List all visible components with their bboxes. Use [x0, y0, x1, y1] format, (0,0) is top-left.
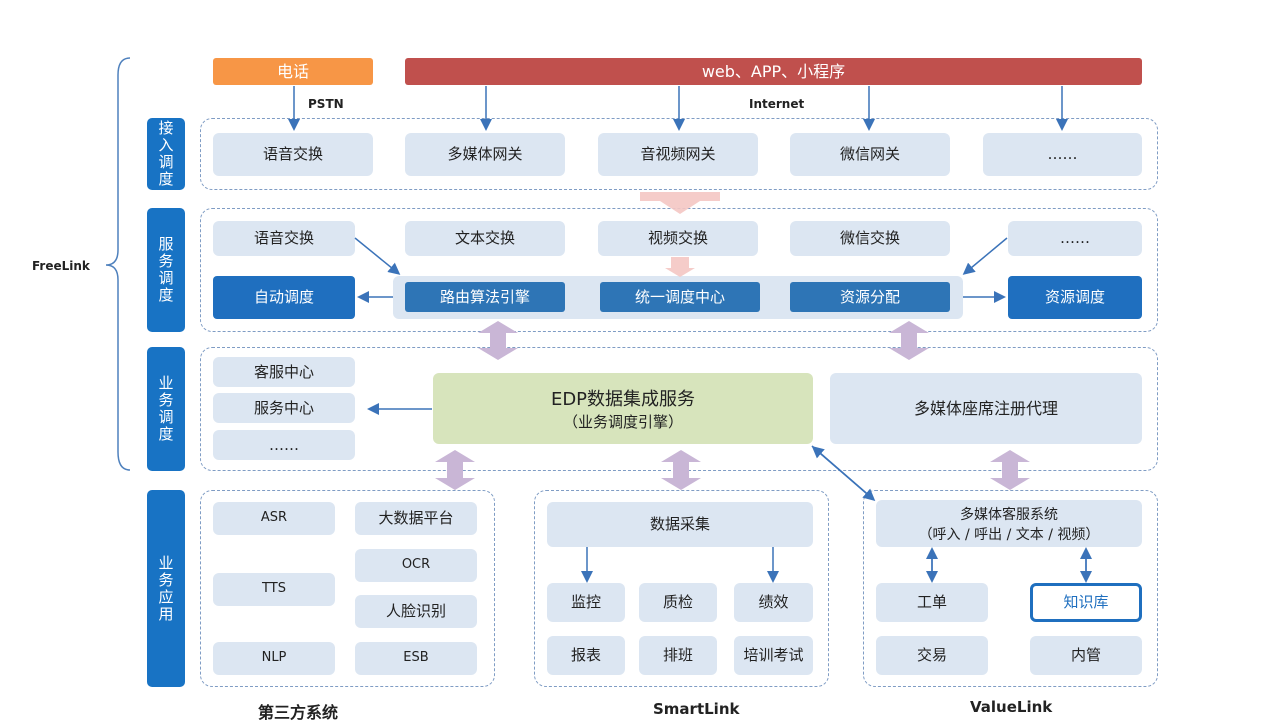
edp-service: EDP数据集成服务 （业务调度引擎） [433, 373, 813, 444]
business-more: …… [213, 430, 355, 460]
cs-system-line2: （呼入 / 呼出 / 文本 / 视频） [918, 526, 1100, 543]
esb: ESB [355, 642, 477, 675]
access-wechat-gateway: 微信网关 [790, 133, 950, 176]
auto-dispatch: 自动调度 [213, 276, 355, 319]
scheduling: 排班 [639, 636, 717, 675]
agent-registration-proxy: 多媒体座席注册代理 [830, 373, 1142, 444]
funnel-arrows [640, 192, 720, 277]
layer-access: 接入调度 [147, 118, 185, 190]
work-order: 工单 [876, 583, 988, 622]
service-more: …… [1008, 221, 1142, 256]
resource-allocation: 资源分配 [790, 282, 950, 312]
third-party-caption: 第三方系统 [258, 703, 339, 722]
valuelink-container [863, 490, 1158, 687]
ocr: OCR [355, 549, 477, 582]
customer-service-center: 客服中心 [213, 357, 355, 387]
double-arrows [435, 321, 1030, 490]
service-text-switch: 文本交换 [405, 221, 565, 256]
monitoring: 监控 [547, 583, 625, 622]
internet-label: Internet [749, 97, 805, 111]
reports: 报表 [547, 636, 625, 675]
edp-subtitle: （业务调度引擎） [562, 413, 683, 431]
knowledge-base: 知识库 [1030, 583, 1142, 622]
quality-check: 质检 [639, 583, 717, 622]
access-more: …… [983, 133, 1142, 176]
performance: 绩效 [734, 583, 813, 622]
internal-management: 内管 [1030, 636, 1142, 675]
big-data-platform: 大数据平台 [355, 502, 477, 535]
service-center: 服务中心 [213, 393, 355, 423]
cs-system-line1: 多媒体客服系统 [960, 506, 1058, 523]
unified-dispatch-center: 统一调度中心 [600, 282, 760, 312]
resource-dispatch: 资源调度 [1008, 276, 1142, 319]
phone-source: 电话 [213, 58, 373, 85]
asr: ASR [213, 502, 335, 535]
service-arrows [354, 237, 1092, 583]
transaction: 交易 [876, 636, 988, 675]
layer-business: 业务调度 [147, 347, 185, 471]
service-voice-switch: 语音交换 [213, 221, 355, 256]
service-wechat-switch: 微信交换 [790, 221, 950, 256]
freelink-label: FreeLink [32, 259, 90, 273]
access-voice-switch: 语音交换 [213, 133, 373, 176]
layer-application: 业务应用 [147, 490, 185, 687]
access-multimedia-gateway: 多媒体网关 [405, 133, 565, 176]
layer-service: 服务调度 [147, 208, 185, 332]
third-party-container [200, 490, 495, 687]
source-arrows [288, 86, 1068, 131]
multimedia-cs-system: 多媒体客服系统 （呼入 / 呼出 / 文本 / 视频） [876, 500, 1142, 547]
web-source: web、APP、小程序 [405, 58, 1142, 85]
access-av-gateway: 音视频网关 [598, 133, 758, 176]
smartlink-container [534, 490, 829, 687]
valuelink-caption: ValueLink [970, 698, 1053, 716]
smartlink-caption: SmartLink [653, 700, 740, 718]
pstn-label: PSTN [308, 97, 344, 111]
service-video-switch: 视频交换 [598, 221, 758, 256]
routing-engine: 路由算法引擎 [405, 282, 565, 312]
face-recognition: 人脸识别 [355, 595, 477, 628]
data-collection: 数据采集 [547, 502, 813, 547]
training-exam: 培训考试 [734, 636, 813, 675]
edp-title: EDP数据集成服务 [550, 389, 696, 410]
nlp: NLP [213, 642, 335, 675]
tts: TTS [213, 573, 335, 606]
